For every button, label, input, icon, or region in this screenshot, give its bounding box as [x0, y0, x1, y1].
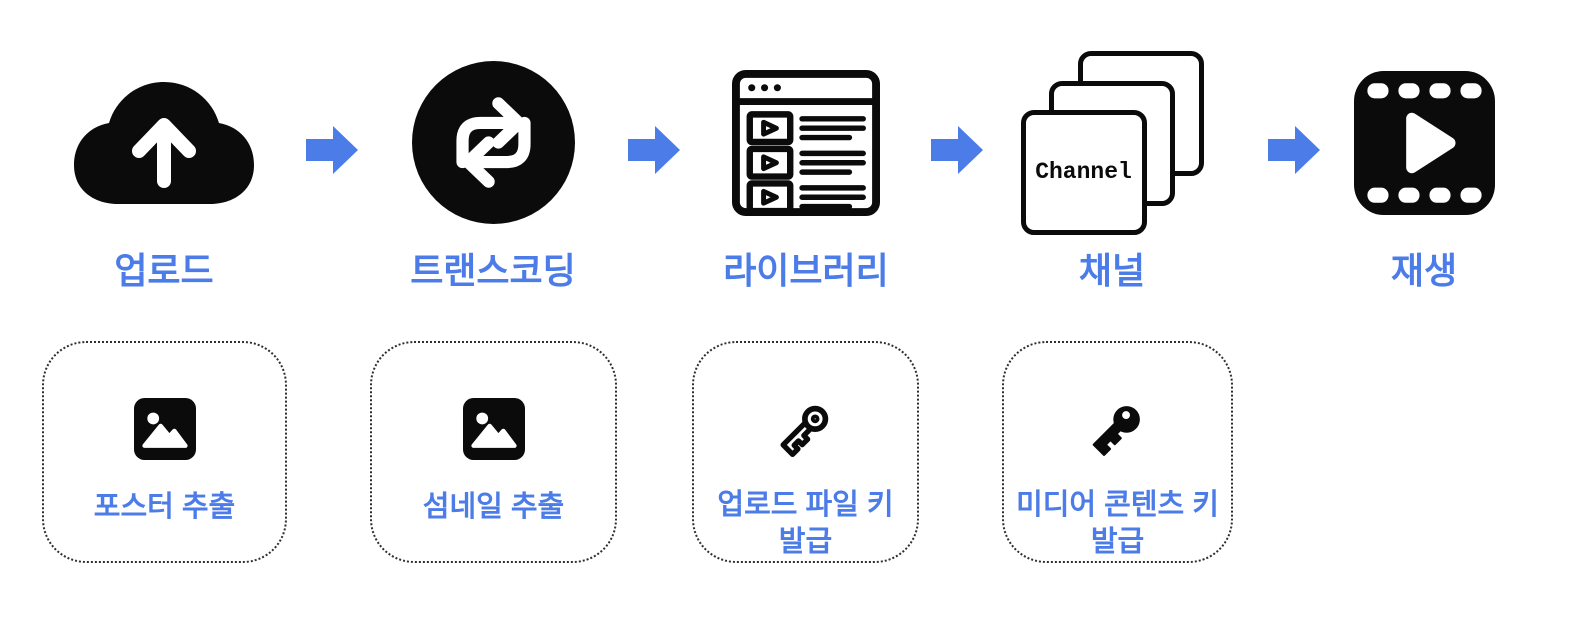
stage-upload: 업로드 — [34, 40, 294, 300]
stage-channel: Channel 채널 — [982, 40, 1242, 300]
transcode-loop-icon — [363, 40, 623, 245]
key-outline-icon — [768, 373, 844, 483]
arrow-right-icon — [628, 126, 680, 174]
channel-cards-icon: Channel — [982, 40, 1242, 245]
stage-library: 라이브러리 — [676, 40, 936, 300]
film-play-icon — [1294, 40, 1554, 245]
arrow-right-icon — [1268, 126, 1320, 174]
cloud-upload-icon — [34, 40, 294, 245]
subtask-upload-file-key: 업로드 파일 키 발급 — [692, 341, 919, 563]
stage-label-channel: 채널 — [1078, 250, 1146, 291]
stage-transcoding: 트랜스코딩 — [363, 40, 623, 300]
image-icon — [133, 373, 196, 485]
video-library-icon — [676, 40, 936, 245]
key-solid-icon — [1080, 373, 1156, 483]
stage-label-library: 라이브러리 — [723, 250, 889, 291]
channel-card-front: Channel — [1020, 109, 1147, 235]
image-icon — [462, 373, 525, 485]
subtask-label-thumbnail-extract: 섬네일 추출 — [422, 491, 565, 523]
subtask-poster-extract: 포스터 추출 — [42, 341, 287, 563]
arrow-right-icon — [306, 126, 358, 174]
stage-playback: 재생 — [1294, 40, 1554, 300]
subtask-label-poster-extract: 포스터 추출 — [93, 491, 236, 523]
subtask-thumbnail-extract: 섬네일 추출 — [370, 341, 617, 563]
stage-label-playback: 재생 — [1390, 250, 1458, 291]
arrow-right-icon — [931, 126, 983, 174]
subtask-media-content-key: 미디어 콘텐츠 키 발급 — [1002, 341, 1233, 563]
subtask-label-media-content-key: 미디어 콘텐츠 키 발급 — [1016, 489, 1219, 558]
channel-card-text: Channel — [1035, 159, 1132, 185]
subtask-label-upload-file-key: 업로드 파일 키 발급 — [717, 489, 894, 558]
stage-label-upload: 업로드 — [114, 250, 214, 291]
stage-label-transcoding: 트랜스코딩 — [410, 250, 576, 291]
